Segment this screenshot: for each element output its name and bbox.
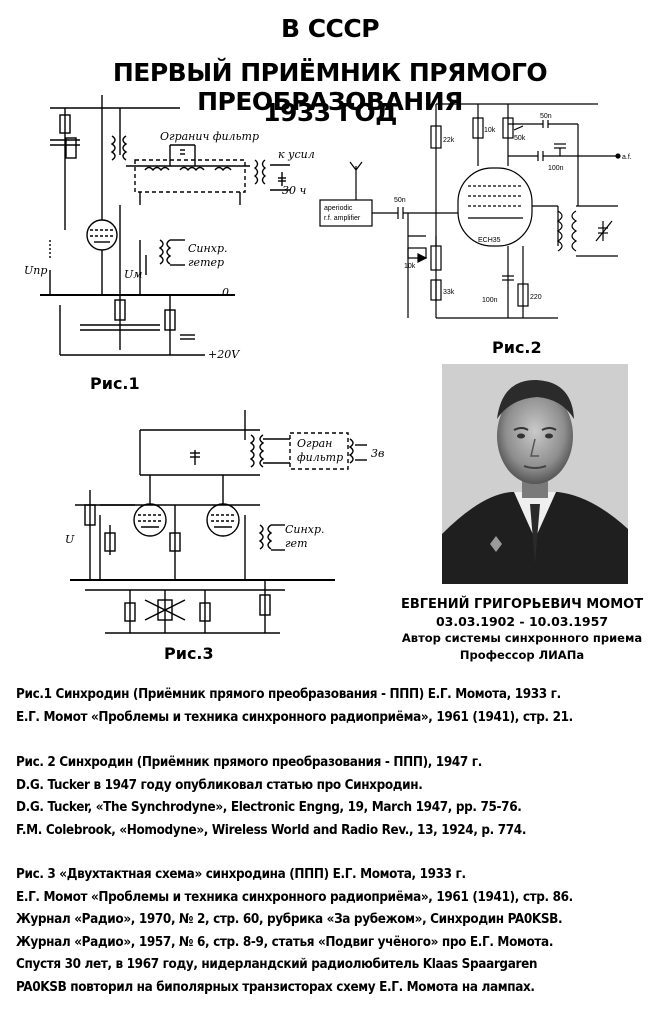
paragraph-fig3: Рис. 3 «Двухтактная схема» синхродина (П… xyxy=(16,864,656,999)
fig2-label-r33k: 33k xyxy=(443,289,455,296)
fig3-caption: Рис.3 xyxy=(164,644,214,663)
person-name: ЕВГЕНИЙ ГРИГОРЬЕВИЧ МОМОТ xyxy=(400,597,644,612)
fig3-label-sync: Синхр. xyxy=(285,523,325,536)
paragraph-line: Журнал «Радио», 1970, № 2, стр. 60, рубр… xyxy=(16,912,563,927)
paragraph-fig1: Рис.1 Синхродин (Приёмник прямого преобр… xyxy=(16,684,656,729)
fig2-label-c50n-top: 50n xyxy=(540,113,552,120)
person-dates: 03.03.1902 - 10.03.1957 xyxy=(435,614,609,629)
fig1-label-uin: Uпр xyxy=(24,264,47,277)
fig2-label-r10k-pot: 10k xyxy=(404,263,416,270)
fig1-caption: Рис.1 xyxy=(90,374,140,393)
fig2-caption: Рис.2 xyxy=(492,338,542,357)
fig2-label-r220: 220 xyxy=(530,294,542,301)
title-line-1: В СССР xyxy=(280,14,380,43)
fig2-label-r10k: 10k xyxy=(484,127,496,134)
portrait-caption: ЕВГЕНИЙ ГРИГОРЬЕВИЧ МОМОТ 03.03.1902 - 1… xyxy=(392,596,652,664)
fig2-label-c100n-top: 100n xyxy=(548,165,564,172)
fig1-label-freq: 30 ч xyxy=(282,184,306,197)
title-line-2: ПЕРВЫЙ ПРИЁМНИК ПРЯМОГО ПРЕОБРАЗОВАНИЯ xyxy=(112,58,548,116)
fig2-label-af: a.f. xyxy=(622,154,632,161)
fig2-label-c50n-in: 50n xyxy=(394,197,406,204)
paragraph-line: F.M. Colebrook, «Homodyne», Wireless Wor… xyxy=(16,822,527,838)
fig3-label-u: U xyxy=(65,533,75,546)
paragraph-line: Спустя 30 лет, в 1967 году, нидерландски… xyxy=(16,957,538,972)
paragraph-fig2: Рис. 2 Синхродин (Приёмник прямого преоб… xyxy=(16,752,656,842)
person-role: Автор системы синхронного приема xyxy=(401,631,643,645)
fig2-label-aperiodic1: aperiodic xyxy=(324,205,353,212)
portrait-drawing xyxy=(442,364,628,584)
fig3-label-out: 3в xyxy=(371,447,384,460)
fig2-label-tube: ECH35 xyxy=(478,237,501,244)
fig2-label-r50k: 50k xyxy=(514,135,526,142)
fig1-label-um: Uм xyxy=(124,268,142,281)
paragraph-line: Рис. 2 Синхродин (Приёмник прямого преоб… xyxy=(16,755,482,770)
paragraph-line: Е.Г. Момот «Проблемы и техника синхронно… xyxy=(16,889,573,905)
fig1-label-gen: гетер xyxy=(188,256,224,269)
paragraph-line: D.G. Tucker, «The Synchrodyne», Electron… xyxy=(16,800,522,815)
paragraph-line: Журнал «Радио», 1957, № 6, стр. 8-9, ста… xyxy=(16,934,554,950)
paragraph-line: Рис.1 Синхродин (Приёмник прямого преобр… xyxy=(16,687,561,702)
fig2-label-c100n-bot: 100n xyxy=(482,297,498,304)
fig3-label-filter2: фильтр xyxy=(297,451,343,464)
paragraph-line: PA0KSB повторил на биполярных транзистор… xyxy=(16,979,535,995)
paragraph-line: D.G. Tucker в 1947 году опубликовал стат… xyxy=(16,777,423,793)
fig3-label-gen: гет xyxy=(285,537,308,550)
portrait-photo xyxy=(442,364,628,584)
fig1-label-supply: +20V xyxy=(208,348,240,361)
paragraph-line: Рис. 3 «Двухтактная схема» синхродина (П… xyxy=(16,867,466,882)
fig3-label-filter1: Огран xyxy=(297,437,332,450)
schematic-fig3: Огран фильтр 3в U Синхр. гет xyxy=(65,410,384,634)
fig1-label-filter: Огранич фильтр xyxy=(160,130,259,143)
fig2-label-r22k: 22k xyxy=(443,137,455,144)
fig1-label-sync: Синхр. xyxy=(188,242,228,255)
fig1-label-zero: 0 xyxy=(222,286,229,299)
schematic-fig1: Огранич фильтр к усил 30 ч Uпр Uм Синхр.… xyxy=(24,95,315,361)
person-title: Профессор ЛИАПа xyxy=(459,648,585,662)
paragraph-line: Е.Г. Момот «Проблемы и техника синхронно… xyxy=(16,709,573,725)
fig2-label-aperiodic2: r.f. amplifier xyxy=(324,215,361,222)
schematic-fig2: aperiodic r.f. amplifier 50n 50n 100n a.… xyxy=(319,103,632,319)
title-line-3: 1933 ГОД xyxy=(263,98,397,127)
fig1-label-amp: к усил xyxy=(278,148,315,161)
